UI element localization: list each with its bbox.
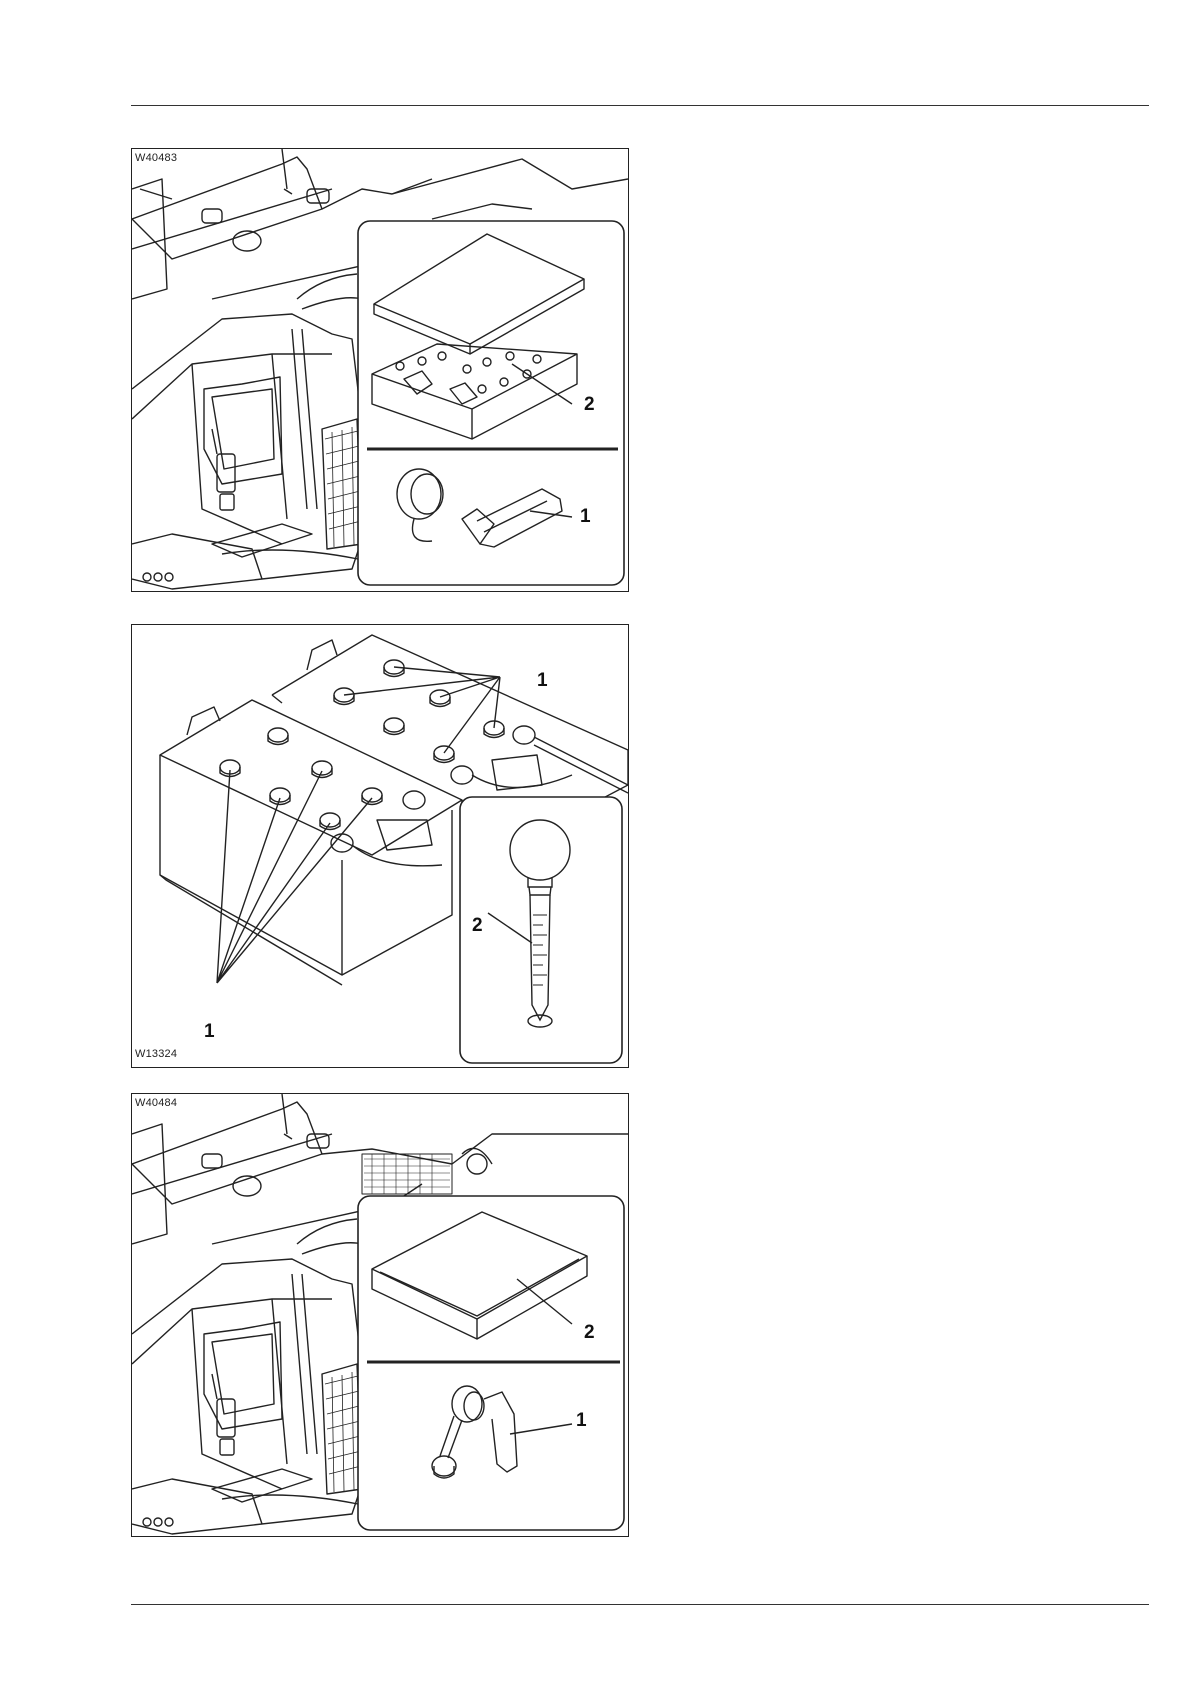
battery-illustration bbox=[132, 625, 628, 1067]
callout-label: 1 bbox=[537, 670, 548, 692]
crane-cab-illustration bbox=[132, 149, 628, 591]
callout-label: 1 bbox=[204, 1021, 215, 1043]
callout-label: 1 bbox=[576, 1410, 587, 1432]
figure-id: W13324 bbox=[135, 1048, 177, 1060]
crane-cab-illustration bbox=[132, 1094, 628, 1536]
callout-label: 2 bbox=[472, 915, 483, 937]
callout-label: 2 bbox=[584, 394, 595, 416]
callout-label: 1 bbox=[580, 506, 591, 528]
figure-battery-compartment-closed: W40483 2 1 bbox=[131, 148, 629, 592]
figure-id: W40484 bbox=[135, 1097, 177, 1109]
figure-id: W40483 bbox=[135, 152, 177, 164]
callout-label: 2 bbox=[584, 1322, 595, 1344]
figure-battery-compartment-opened: W40484 2 1 bbox=[131, 1093, 629, 1537]
header-rule bbox=[131, 105, 1149, 106]
footer-rule bbox=[131, 1604, 1149, 1605]
figure-battery-electrolyte-check: W13324 1 2 1 bbox=[131, 624, 629, 1068]
